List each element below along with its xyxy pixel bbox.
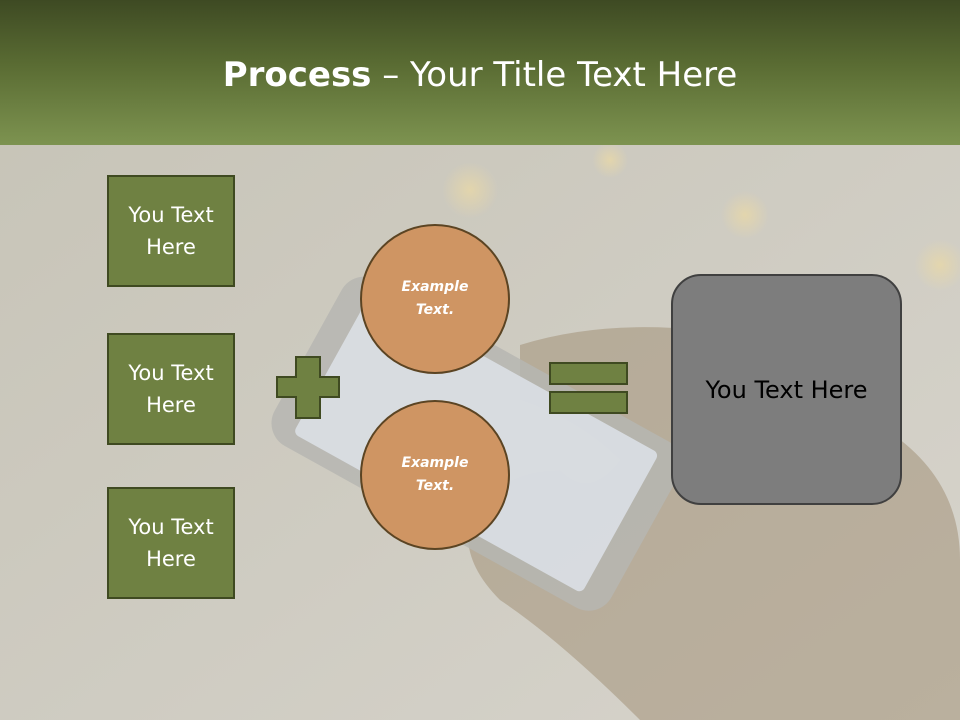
slide-title: Process – Your Title Text Here bbox=[0, 52, 960, 98]
result-label: You Text Here bbox=[705, 375, 868, 404]
text-box-1-label: You Text Here bbox=[128, 203, 214, 259]
header-bar bbox=[0, 0, 960, 145]
text-box-3-label: You Text Here bbox=[128, 515, 214, 571]
example-circle-2: Example Text. bbox=[360, 400, 510, 550]
text-box-1: You Text Here bbox=[107, 175, 235, 287]
result-box: You Text Here bbox=[671, 274, 902, 505]
example-circle-2-label: Example Text. bbox=[401, 455, 469, 494]
title-rest: – Your Title Text Here bbox=[371, 55, 738, 95]
text-box-2-label: You Text Here bbox=[128, 361, 214, 417]
title-bold: Process bbox=[222, 55, 372, 95]
text-box-2: You Text Here bbox=[107, 333, 235, 445]
text-box-3: You Text Here bbox=[107, 487, 235, 599]
example-circle-1-label: Example Text. bbox=[401, 279, 469, 318]
example-circle-1: Example Text. bbox=[360, 224, 510, 374]
